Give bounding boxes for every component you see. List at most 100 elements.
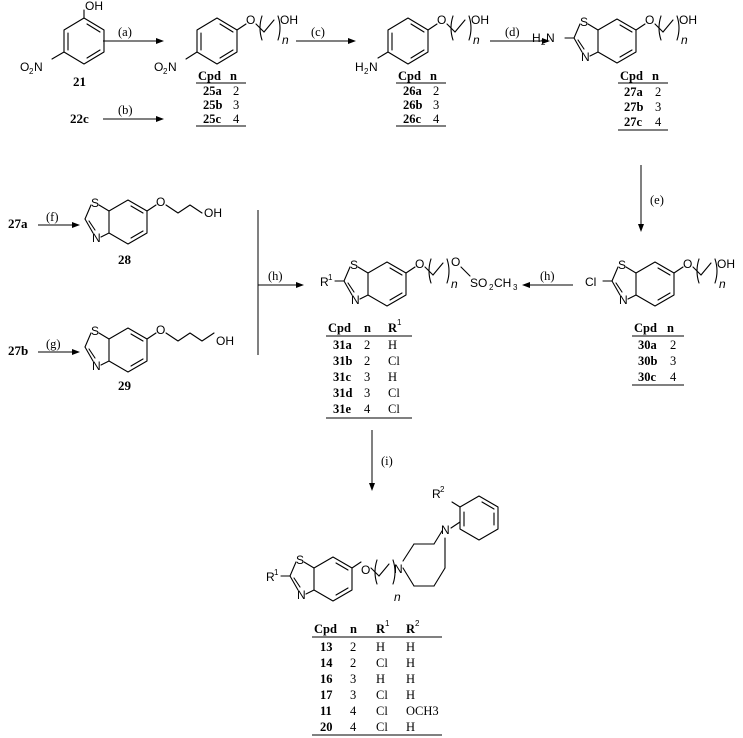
atom-label: OH	[717, 257, 735, 271]
atom-subscript: 2	[489, 283, 494, 292]
table-cell: 27c	[624, 115, 643, 129]
table-cell: 4	[364, 402, 371, 416]
bond	[146, 332, 157, 340]
atom-label: N	[92, 359, 101, 373]
arrow-head	[156, 116, 164, 122]
double-bond	[219, 49, 234, 59]
table-header-superscript: 2	[415, 619, 420, 628]
bond	[100, 232, 110, 238]
reagent-label: (g)	[46, 337, 61, 351]
atom-label: O	[683, 257, 692, 271]
atom-subscript: 2	[29, 67, 34, 76]
bracket	[374, 559, 378, 585]
table-header: Cpd	[198, 69, 221, 83]
compound-label: 21	[73, 74, 86, 89]
reagent-label: (d)	[505, 25, 520, 39]
compound-label: 27a	[8, 216, 28, 231]
atom-label: O	[415, 257, 424, 271]
table-cell: 4	[433, 112, 440, 126]
atom-label: S	[580, 15, 588, 29]
atom-label: S	[618, 258, 626, 272]
table-cell: 31d	[333, 386, 353, 400]
compound-30-structure: S N Cl O OH n	[585, 257, 735, 307]
table-header: Cpd	[620, 69, 643, 83]
table-header: n	[364, 321, 371, 335]
compound-label: 28	[118, 252, 132, 267]
bond	[451, 501, 461, 508]
double-bond	[130, 358, 144, 367]
double-bond	[657, 267, 671, 276]
atom-superscript: 1	[274, 568, 279, 577]
bracket	[259, 15, 263, 41]
final-product-structure: S N R 1 O n N N R 2	[266, 485, 499, 604]
atom-label: O	[156, 323, 165, 337]
double-bond	[86, 49, 101, 59]
table-header: Cpd	[314, 622, 337, 636]
benzene-ring	[459, 495, 499, 541]
bond	[700, 262, 712, 276]
arrow-head	[296, 282, 304, 288]
double-bond	[86, 23, 101, 33]
table-cell: 14	[320, 656, 333, 670]
atom-subscript: 2	[364, 67, 369, 76]
table-header-superscript: 1	[385, 619, 390, 628]
atom-superscript: 1	[328, 273, 333, 282]
compound-25-structure: O OH n O 2 N	[154, 13, 298, 76]
atom-label: O	[437, 13, 446, 27]
bond	[289, 575, 299, 591]
benzene-ring	[108, 327, 148, 373]
table-cell: 2	[350, 640, 356, 654]
bond	[84, 346, 94, 362]
table-cell: 30c	[638, 370, 657, 384]
bond	[635, 23, 646, 31]
double-bond	[619, 24, 633, 33]
bond	[587, 23, 599, 31]
compound-label: 27b	[8, 343, 28, 358]
table-cell: Cl	[376, 720, 388, 734]
atom-label: O	[156, 195, 165, 209]
benzene-ring	[597, 18, 637, 64]
atom-label: O	[246, 13, 255, 27]
double-bond	[615, 282, 623, 293]
table-cell: 4	[655, 115, 662, 129]
atom-label: N	[394, 562, 403, 576]
atom-label: S	[91, 196, 99, 210]
table-26: Cpd n 26a 2 26b 3 26c 4	[396, 69, 446, 127]
table-cell: 3	[433, 98, 439, 112]
bond	[589, 51, 599, 57]
table-header: n	[652, 69, 659, 83]
atom-label: O	[451, 255, 460, 269]
double-bond	[130, 333, 144, 342]
compound-26-structure: O OH n H 2 N	[355, 13, 489, 76]
chain	[165, 204, 203, 214]
bracket	[714, 258, 718, 284]
reagent-label: (e)	[650, 193, 664, 207]
atom-label: CH	[494, 276, 511, 290]
bond	[185, 51, 198, 60]
table-header-superscript: 1	[397, 318, 402, 327]
table-cell: 25a	[203, 84, 223, 98]
bond	[573, 23, 581, 39]
repeat-index: n	[394, 590, 401, 604]
repeat-index: n	[681, 33, 688, 47]
table-cell: 2	[655, 85, 661, 99]
table-cell: H	[406, 656, 415, 670]
bond	[662, 19, 674, 33]
double-bond	[410, 49, 425, 59]
bracket	[676, 15, 680, 41]
bond	[343, 266, 351, 282]
double-bond	[347, 282, 355, 293]
bond	[98, 332, 110, 340]
double-bond	[481, 501, 495, 510]
benzene-ring	[387, 17, 429, 65]
table-cell: 27a	[624, 85, 644, 99]
table-header: R	[388, 321, 398, 335]
arrow-head	[522, 282, 530, 288]
atom-label: N	[369, 60, 378, 74]
atom-label: O	[361, 563, 370, 577]
benzene-ring	[196, 17, 238, 65]
table-cell: Cl	[388, 354, 400, 368]
atom-label: N	[546, 31, 555, 45]
compound-label: 22c	[70, 111, 89, 126]
